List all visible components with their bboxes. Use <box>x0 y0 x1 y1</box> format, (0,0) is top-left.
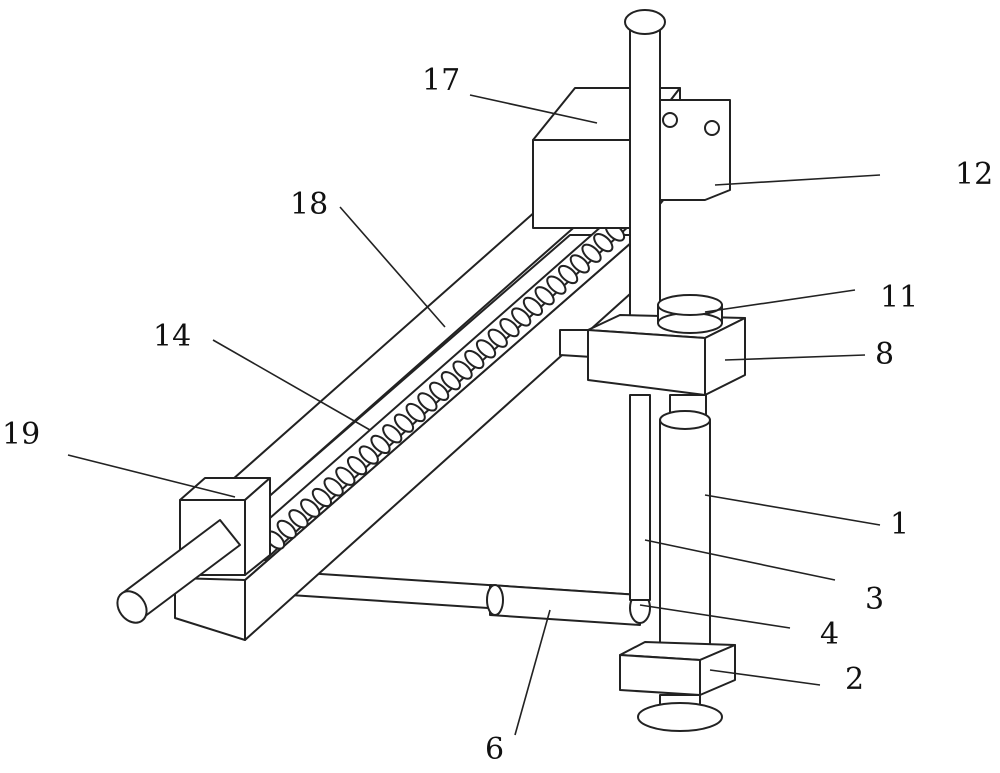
screw-thread <box>370 434 391 455</box>
top-block-17 <box>532 87 731 229</box>
vertical-rod <box>624 9 666 601</box>
end-block-19 <box>116 477 271 624</box>
screw-thread <box>382 424 403 444</box>
screw-thread <box>499 317 520 338</box>
screw-thread <box>335 466 356 486</box>
label-3: 3 <box>865 582 885 617</box>
screw-thread <box>464 349 485 370</box>
screw-thread <box>522 296 544 316</box>
label-8: 8 <box>875 337 895 372</box>
label-14: 14 <box>153 319 192 354</box>
screw-thread <box>405 402 426 423</box>
screw-thread <box>440 371 461 391</box>
support-tube-6 <box>289 571 651 626</box>
screw-thread <box>429 381 450 401</box>
base-2 <box>619 641 736 732</box>
cylinder-1 <box>659 394 711 666</box>
screw-thread <box>417 392 438 412</box>
label-11: 11 <box>880 280 919 315</box>
screw-thread <box>569 254 590 274</box>
screw-thread <box>300 498 321 518</box>
screw-thread <box>311 487 333 508</box>
label-12: 12 <box>955 157 994 192</box>
screw-thread <box>346 456 368 476</box>
label-6: 6 <box>485 732 505 767</box>
label-18: 18 <box>290 187 329 222</box>
label-2: 2 <box>845 662 865 697</box>
screw-thread <box>581 243 602 263</box>
screw-thread <box>323 477 344 497</box>
label-4: 4 <box>820 617 840 652</box>
screw-thread <box>475 339 497 359</box>
screw-thread <box>593 233 614 253</box>
screw-thread <box>393 413 415 433</box>
label-19: 19 <box>2 417 41 452</box>
screw-thread <box>511 307 532 327</box>
screw-thread <box>276 519 297 539</box>
lead-screw-14 <box>264 222 626 550</box>
screw-thread <box>534 286 555 306</box>
screw-thread <box>487 328 508 348</box>
screw-thread <box>452 360 473 380</box>
screw-thread <box>546 275 567 295</box>
screw-thread <box>358 445 379 465</box>
screw-thread <box>557 264 579 285</box>
label-17: 17 <box>422 63 461 98</box>
label-1: 1 <box>890 507 910 542</box>
screw-thread <box>288 509 309 529</box>
leader-lines <box>67 94 881 736</box>
